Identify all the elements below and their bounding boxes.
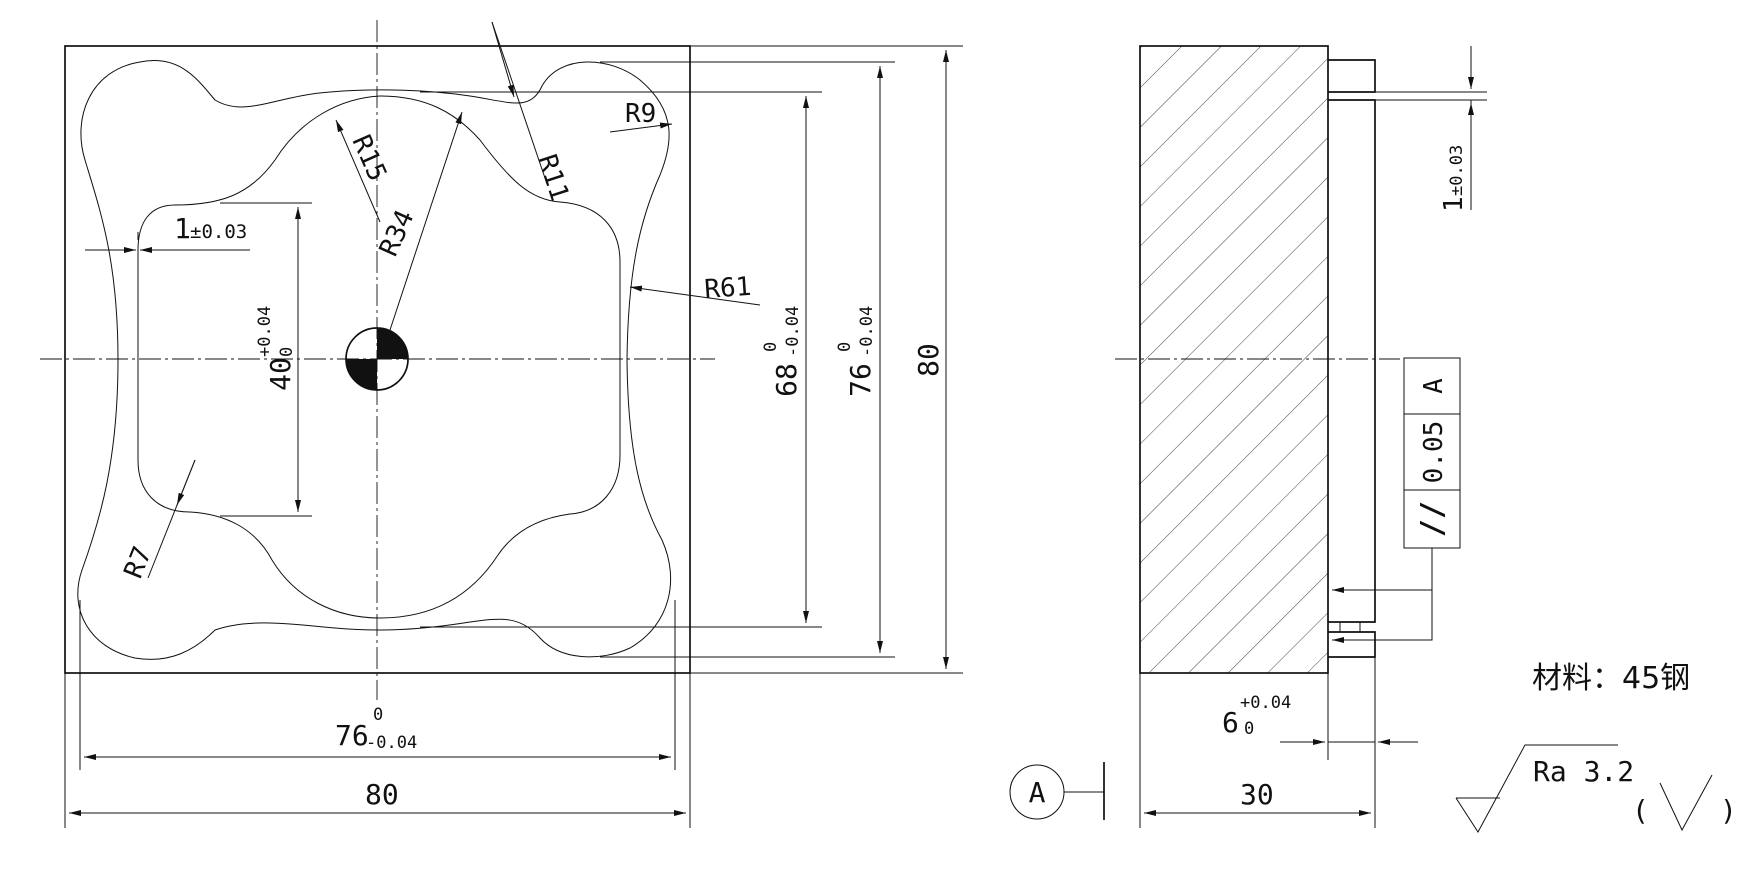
dim-h68-lower: -0.04 <box>783 306 803 357</box>
side-dimensions: 1 ±0.03 A 0.05 // 6 +0.04 0 30 <box>1139 46 1487 828</box>
tolerance-value: 0.05 <box>1419 421 1449 484</box>
roughness-value: Ra 3.2 <box>1533 755 1634 788</box>
dim-h68-base: 68 <box>770 363 803 397</box>
dim-depth-base: 1 <box>174 212 191 245</box>
front-view <box>40 20 715 700</box>
leader-r34 <box>389 111 463 331</box>
dim-h76-base: 76 <box>844 363 877 397</box>
inner-pocket-contour <box>137 95 621 619</box>
dim-w80: 80 <box>365 778 399 811</box>
front-dimensions: 80 76 0 -0.04 68 0 -0.04 40 +0.04 0 76 <box>64 21 963 828</box>
label-r34: R34 <box>374 206 421 261</box>
dim-w76-lower: -0.04 <box>366 733 417 753</box>
outer-square <box>64 45 691 674</box>
tolerance-frame: A 0.05 // <box>1332 357 1461 643</box>
notes: 材料：45钢 Ra 3.2 ( ) <box>1455 661 1737 833</box>
material-note: 材料：45钢 <box>1532 661 1690 696</box>
roughness-check-icon <box>1659 774 1713 832</box>
dim-w30: 30 <box>1240 778 1274 811</box>
tolerance-symbol: // <box>1415 501 1450 537</box>
side-section-hatched <box>1139 45 1329 674</box>
dim-h68-upper: 0 <box>761 342 781 352</box>
label-r9: R9 <box>625 99 656 129</box>
dim-step-base: 1 <box>1439 196 1469 212</box>
dim-w6-lower: 0 <box>1244 719 1254 739</box>
paren-open: ( <box>1632 794 1649 827</box>
leader-r61 <box>629 285 761 306</box>
tolerance-datum: A <box>1419 378 1449 394</box>
side-view <box>1115 45 1400 674</box>
dim-h76-upper: 0 <box>835 342 855 352</box>
dim-w76-upper: 0 <box>373 705 383 725</box>
leader-r15 <box>335 119 381 223</box>
dim-h40-base: 40 <box>264 357 297 391</box>
dim-w6-upper: +0.04 <box>1240 693 1291 713</box>
dim-w76-base: 76 <box>335 719 369 752</box>
side-step-plate <box>1328 59 1376 658</box>
leader-r9 <box>609 122 673 133</box>
label-r7: R7 <box>119 542 159 582</box>
outer-groove-contour <box>77 60 672 660</box>
leader-r11 <box>491 21 548 185</box>
dim-h80: 80 <box>912 343 945 377</box>
label-r15: R15 <box>346 131 393 186</box>
roughness-symbol: Ra 3.2 ( ) <box>1455 744 1737 833</box>
datum-symbol: A <box>1009 762 1105 820</box>
dim-step-tol: ±0.03 <box>1447 145 1467 196</box>
dim-h40-upper: +0.04 <box>255 306 275 357</box>
dim-w6-base: 6 <box>1222 706 1239 739</box>
datum-label: A <box>1029 776 1046 809</box>
paren-close: ) <box>1720 794 1737 827</box>
dim-h76-lower: -0.04 <box>857 306 877 357</box>
dim-depth-tol: ±0.03 <box>190 221 247 243</box>
label-r61: R61 <box>703 272 752 305</box>
dim-h40-lower: 0 <box>277 347 297 357</box>
